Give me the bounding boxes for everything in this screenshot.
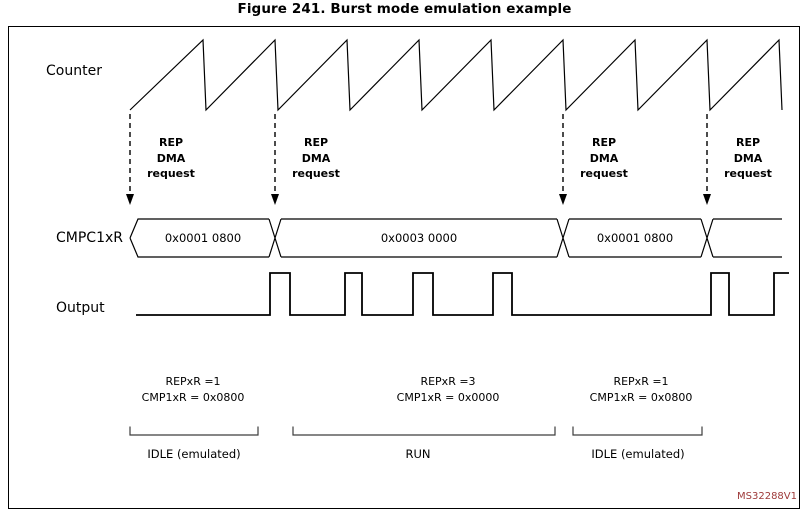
- dma-request-arrow-3: [559, 114, 567, 205]
- annotation-1: REPxR =1 CMP1xR = 0x0800: [108, 374, 278, 405]
- dma-label-line: REP: [735, 136, 761, 149]
- annotation-3: REPxR =1 CMP1xR = 0x0800: [556, 374, 726, 405]
- dma-label-line: DMA: [589, 151, 619, 165]
- annotation-line: REPxR =1: [613, 375, 669, 388]
- dma-request-arrow-1: [126, 114, 134, 205]
- annotation-line: CMP1xR = 0x0000: [396, 390, 500, 404]
- arrow-head-icon: [559, 194, 567, 205]
- output-row-label: Output: [56, 300, 105, 316]
- register-bus: [129, 218, 782, 258]
- annotation-line: CMP1xR = 0x0800: [141, 390, 245, 404]
- register-row-label: CMPC1xR: [56, 230, 123, 246]
- counter-waveform: [129, 38, 783, 112]
- dma-label-line: DMA: [733, 151, 763, 165]
- dma-label-line: REP: [158, 136, 184, 149]
- annotation-2: REPxR =3 CMP1xR = 0x0000: [363, 374, 533, 405]
- phase-bracket-3: [572, 426, 703, 436]
- register-value-1: 0x0001 0800: [164, 231, 242, 245]
- dma-request-arrow-2: [271, 114, 279, 205]
- annotation-line: REPxR =1: [165, 375, 221, 388]
- phase-label-run: RUN: [405, 447, 431, 461]
- phase-label-idle-1: IDLE (emulated): [147, 447, 241, 461]
- dma-label-line: REP: [591, 136, 617, 149]
- output-waveform: [136, 272, 789, 316]
- dma-label-line: request: [724, 167, 772, 180]
- arrow-head-icon: [703, 194, 711, 205]
- dma-label-line: DMA: [156, 151, 186, 165]
- dma-request-label-2: REP DMA request: [276, 135, 356, 182]
- counter-row-label: Counter: [46, 63, 102, 79]
- dma-request-label-4: REP DMA request: [708, 135, 788, 182]
- register-value-3: 0x0001 0800: [596, 231, 674, 245]
- dma-request-label-1: REP DMA request: [131, 135, 211, 182]
- arrow-head-icon: [271, 194, 279, 205]
- dma-label-line: DMA: [301, 151, 331, 165]
- phase-bracket-1: [129, 426, 259, 436]
- arrow-head-icon: [126, 194, 134, 205]
- dma-label-line: request: [292, 167, 340, 180]
- dma-request-label-3: REP DMA request: [564, 135, 644, 182]
- dma-request-arrow-4: [703, 114, 711, 205]
- dma-label-line: REP: [303, 136, 329, 149]
- dma-label-line: request: [147, 167, 195, 180]
- annotation-line: CMP1xR = 0x0800: [589, 390, 693, 404]
- annotation-line: REPxR =3: [420, 375, 476, 388]
- figure-title: Figure 241. Burst mode emulation example: [237, 1, 572, 17]
- figure-frame: [8, 26, 800, 509]
- phase-bracket-2: [292, 426, 556, 436]
- dma-label-line: request: [580, 167, 628, 180]
- phase-label-idle-2: IDLE (emulated): [591, 447, 685, 461]
- register-value-2: 0x0003 0000: [380, 231, 458, 245]
- figure-id-watermark: MS32288V1: [737, 491, 797, 502]
